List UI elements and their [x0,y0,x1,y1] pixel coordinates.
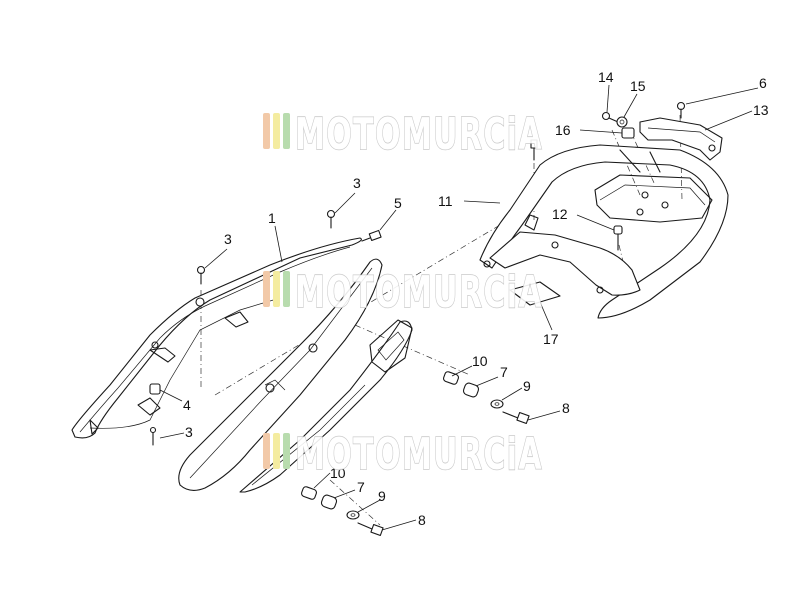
callout-3-top-left: 3 [224,231,232,247]
callout-4: 4 [183,397,191,413]
watermark-middle: MOTOMURCiA [263,266,543,319]
leader-lines [159,84,759,531]
spacer-16 [621,127,635,139]
callout-1: 1 [268,210,276,226]
callout-8-lower: 8 [418,512,426,528]
callout-7-lower: 7 [357,479,365,495]
screw-rail-top [530,139,538,161]
bolt-8b [357,522,384,537]
watermark-stripe [283,271,290,307]
watermark-stripe [273,433,280,469]
callout-6: 6 [759,75,767,91]
bolt-8a [502,411,530,425]
rear-grab-rail [479,144,729,319]
screw-6 [676,101,686,119]
callout-7-upper: 7 [500,364,508,380]
screw-14 [601,111,619,123]
rear-latch-bracket [639,117,723,161]
watermark-text: MOTOMURCiA [295,429,543,480]
watermark-bottom: MOTOMURCiA [263,428,543,481]
callout-13: 13 [753,102,769,118]
watermark-stripe [273,271,280,307]
grommet-7b [320,494,338,510]
callout-10-lower: 10 [330,465,346,481]
screw-3b [326,209,336,229]
nut-15 [616,116,628,128]
screw-3c [149,426,157,446]
screw-12 [613,225,623,251]
watermark-text: MOTOMURCiA [295,109,543,160]
callout-9-lower: 9 [378,488,386,504]
spacer-10a [443,371,459,385]
washer-9a [490,399,504,409]
watermark-stripe [263,433,270,469]
sticker-plate [509,281,561,306]
screw-5 [361,229,382,242]
watermark-stripe [273,113,280,149]
watermark-stripe [283,433,290,469]
watermark-stripe [283,113,290,149]
callout-5: 5 [394,195,402,211]
screw-3a [196,265,206,285]
callout-3-bottom: 3 [185,424,193,440]
callout-11: 11 [438,193,453,209]
clip-4 [149,383,161,395]
callout-12: 12 [552,206,568,222]
callout-14: 14 [598,69,614,85]
spacer-10b [301,486,317,500]
inner-side-panel [178,258,383,491]
callout-17: 17 [543,331,559,347]
callout-3-top: 3 [353,175,361,191]
watermark-top: MOTOMURCiA [263,108,543,161]
watermark-text: MOTOMURCiA [295,267,543,318]
callout-8-upper: 8 [562,400,570,416]
callout-16: 16 [555,122,571,138]
left-side-fairing [71,237,362,439]
grommet-7a [462,382,480,398]
callout-15: 15 [630,78,646,94]
rail-support-bracket [483,214,641,296]
watermark-stripe [263,271,270,307]
watermark-stripe [263,113,270,149]
callout-10-upper: 10 [472,353,488,369]
callout-9-upper: 9 [523,378,531,394]
callout-labels: 1 3 3 3 4 5 6 7 7 8 8 9 9 10 10 11 12 13… [183,69,769,528]
washer-9b [346,510,360,520]
